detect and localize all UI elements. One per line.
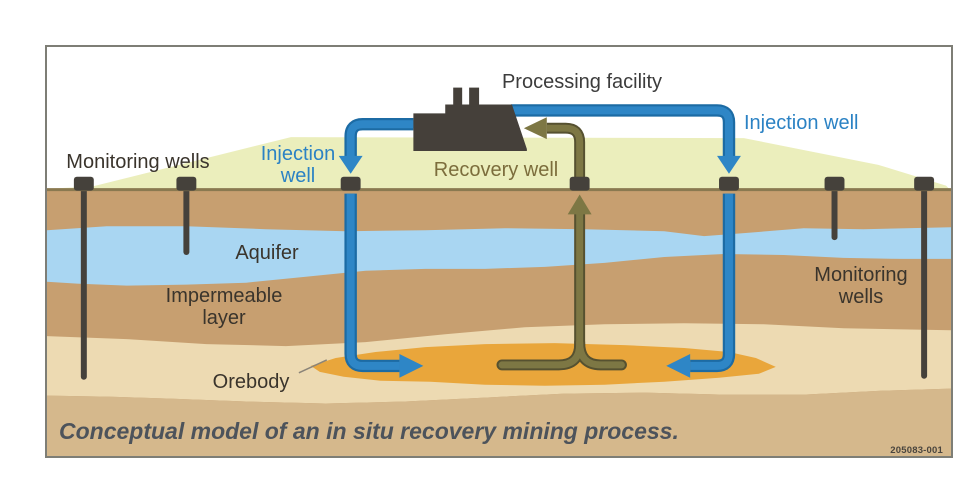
arrow-down-icon bbox=[338, 155, 363, 174]
recovery-well-label: Recovery well bbox=[433, 159, 559, 181]
aquifer-label: Aquifer bbox=[235, 242, 299, 264]
monitoring-wells-right-label: Monitoring wells bbox=[814, 264, 908, 308]
wellhead-icon bbox=[73, 176, 94, 191]
right-injection-pipe-underground bbox=[666, 193, 736, 378]
wellhead-icon bbox=[569, 176, 590, 191]
arrow-up-icon bbox=[567, 194, 592, 215]
arrow-left-icon bbox=[523, 117, 547, 140]
processing-facility-label: Processing facility bbox=[501, 71, 663, 93]
recovery-pipe-underground bbox=[496, 194, 627, 371]
figure-caption: Conceptual model of an in situ recovery … bbox=[59, 418, 679, 444]
impermeable-layer-label: Impermeable layer bbox=[165, 285, 283, 329]
chimney-icon bbox=[469, 87, 480, 107]
arrow-down-icon bbox=[717, 155, 741, 174]
diagram-frame: Processing facility Injection well Injec… bbox=[45, 45, 953, 458]
injection-well-right-label: Injection well bbox=[744, 112, 859, 134]
monitoring-well-pipes bbox=[80, 187, 928, 380]
wellhead-icon bbox=[824, 176, 845, 191]
arrow-right-icon bbox=[399, 353, 424, 378]
wellheads bbox=[73, 176, 935, 191]
recovery-pipe-surface bbox=[523, 117, 586, 179]
chimney-icon bbox=[453, 87, 463, 107]
bottom-layer bbox=[47, 388, 951, 456]
wellhead-icon bbox=[719, 176, 739, 191]
wellhead-icon bbox=[914, 176, 935, 191]
left-injection-pipe-underground bbox=[344, 193, 424, 378]
wellhead-icon bbox=[176, 176, 197, 191]
processing-facility-icon bbox=[413, 87, 527, 151]
wellhead-icon bbox=[340, 176, 361, 191]
orebody-label: Orebody bbox=[212, 371, 290, 393]
left-injection-pipe-surface bbox=[338, 118, 414, 174]
arrow-left-icon bbox=[666, 353, 691, 378]
diagram-canvas bbox=[47, 87, 951, 456]
figure-number: 205083-001 bbox=[890, 445, 943, 456]
right-injection-pipe-surface bbox=[510, 104, 741, 174]
orebody-pointer-line bbox=[298, 359, 328, 374]
injection-well-left-label: Injection well bbox=[260, 143, 336, 187]
monitoring-wells-left-label: Monitoring wells bbox=[66, 151, 210, 173]
